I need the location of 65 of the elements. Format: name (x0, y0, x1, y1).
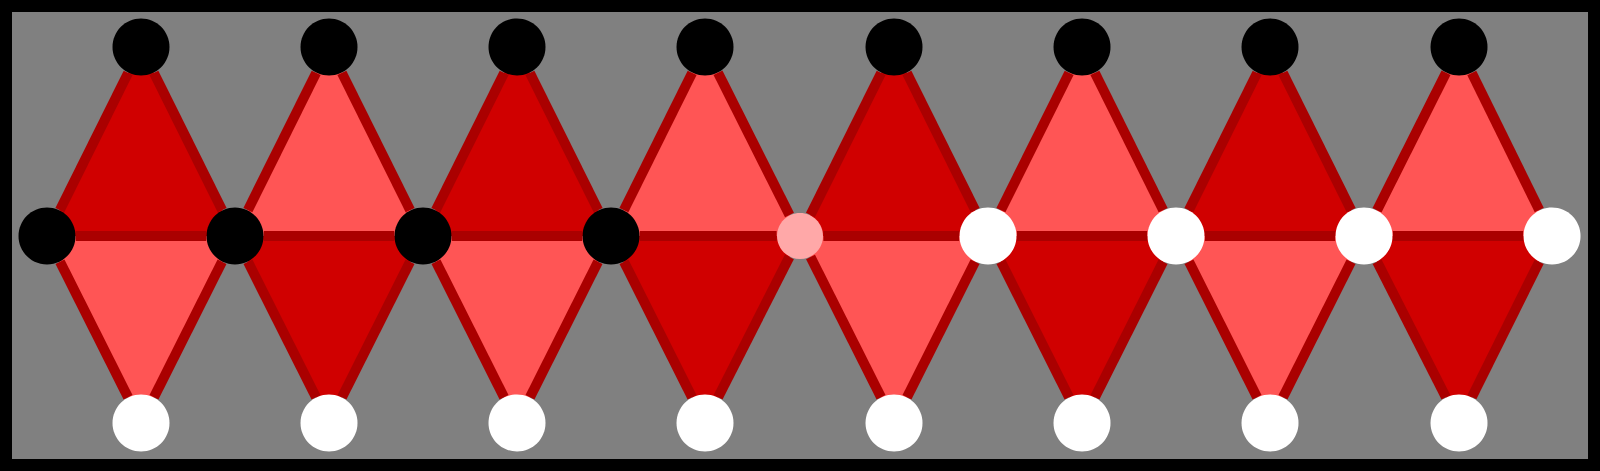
edge-line (713, 254, 794, 400)
edge-line (805, 70, 886, 218)
edge-line (55, 259, 133, 400)
edge-line (1372, 70, 1451, 213)
vertex-circle (300, 18, 358, 76)
vertex-circle (1053, 394, 1111, 452)
vertex-circle (676, 18, 734, 76)
edge-line (639, 231, 777, 241)
edge-line (55, 70, 133, 213)
edge-line (1184, 259, 1262, 400)
vertex-circle (1241, 394, 1299, 452)
vertex-circle (1053, 18, 1111, 76)
vertex-circle (394, 207, 452, 265)
vertex-circle (1147, 207, 1205, 265)
edge-line (75, 231, 207, 241)
vertex-circle (206, 207, 264, 265)
edge-line (263, 231, 395, 241)
edge-line (525, 70, 603, 213)
edge-line (1278, 70, 1356, 213)
edge-line (525, 259, 603, 400)
edge-line (1016, 231, 1148, 241)
edge-line (823, 231, 960, 241)
vertex-circle (488, 394, 546, 452)
edge-line (1090, 259, 1168, 400)
vertex-circle (1430, 18, 1488, 76)
edge-line (451, 231, 583, 241)
edge-line (713, 70, 794, 218)
edge-line (243, 259, 321, 400)
edge-line (996, 259, 1074, 400)
edge-line (149, 259, 227, 400)
edge-line (1467, 259, 1544, 400)
vertex-circle (1523, 207, 1581, 265)
edge-line (337, 259, 415, 400)
vertex-circle (300, 394, 358, 452)
vertex-circle (959, 207, 1017, 265)
edge-line (996, 70, 1074, 213)
edge-line (1372, 259, 1451, 400)
vertex-circle (777, 213, 823, 259)
edge-line (1467, 70, 1544, 213)
edge-line (1090, 70, 1168, 213)
vertex-circle (488, 18, 546, 76)
edge-line (337, 70, 415, 213)
edge-line (1392, 231, 1524, 241)
edge-line (431, 70, 509, 213)
edge-line (431, 259, 509, 400)
vertex-circle (865, 394, 923, 452)
vertex-circle (112, 394, 170, 452)
vertex-circle (865, 18, 923, 76)
edge-line (619, 70, 697, 213)
edge-line (1184, 70, 1262, 213)
vertex-circle (1241, 18, 1299, 76)
edge-line (1204, 231, 1336, 241)
edge-line (619, 259, 697, 400)
vertex-circle (112, 18, 170, 76)
vertex-circle (676, 394, 734, 452)
vertex-circle (1430, 394, 1488, 452)
edge-line (902, 259, 980, 400)
vertex-circle (582, 207, 640, 265)
edge-line (149, 70, 227, 213)
edge-line (1278, 259, 1356, 400)
edge-line (806, 254, 886, 400)
edge-line (902, 70, 980, 213)
vertex-circle (18, 207, 76, 265)
vertex-circle (1335, 207, 1393, 265)
edge-line (243, 70, 321, 213)
